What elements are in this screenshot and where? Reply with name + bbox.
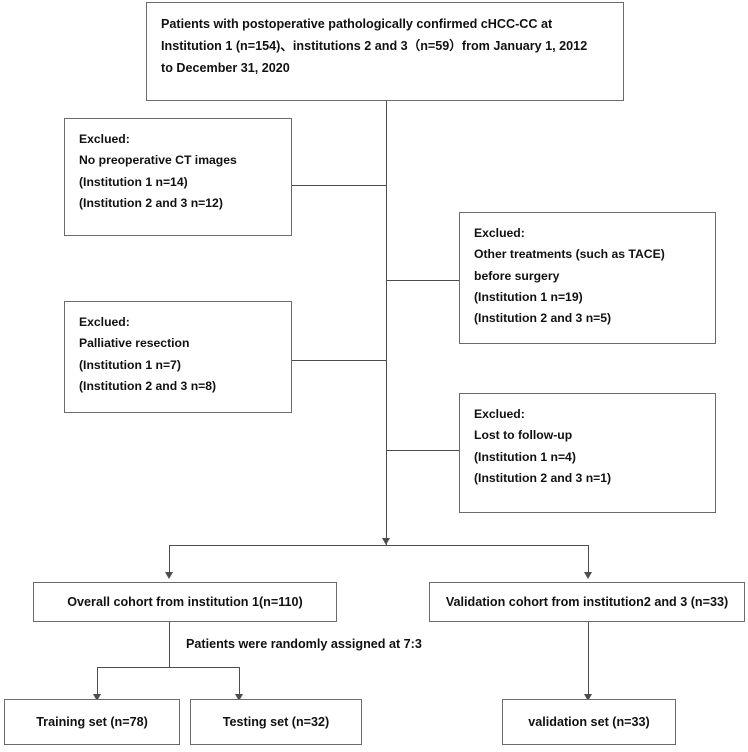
excluded-tace-line-2: Other treatments (such as TACE) (474, 247, 665, 262)
arrow-to-training-set (92, 694, 101, 701)
excluded-palliative-line-2: Palliative resection (79, 336, 190, 351)
arrow-to-validation-cohort (583, 572, 592, 579)
excluded-ct-line-1: Exclued: (79, 132, 130, 146)
node-validation-cohort: Validation cohort from institution2 and … (429, 582, 745, 622)
excluded-ct-line-3: (Institution 1 n=14) (79, 174, 188, 189)
excluded-followup-line-2: Lost to follow-up (474, 428, 573, 443)
validation-set-label: validation set (n=33) (528, 714, 650, 729)
arrow-spine-to-split (381, 538, 390, 545)
node-overall-cohort: Overall cohort from institution 1(n=110) (33, 582, 337, 622)
node-excluded-lost-to-followup: Exclued: Lost to follow-up (Institution … (459, 393, 716, 513)
connector-to-excluded-palliative (292, 360, 387, 361)
node-excluded-no-ct: Exclued: No preoperative CT images (Inst… (64, 118, 292, 236)
excluded-ct-line-2: No preoperative CT images (79, 153, 237, 168)
excluded-tace-line-5: (Institution 2 and 3 n=5) (474, 311, 612, 326)
randomization-caption: Patients were randomly assigned at 7:3 (186, 637, 422, 651)
connector-to-excluded-followup (386, 450, 460, 451)
excluded-ct-line-4: (Institution 2 and 3 n=12) (79, 196, 223, 211)
node-validation-set: validation set (n=33) (502, 699, 676, 745)
validation-cohort-label: Validation cohort from institution2 and … (445, 594, 729, 609)
arrow-to-validation-set (583, 694, 592, 701)
connector-to-excluded-tace (386, 280, 460, 281)
excluded-tace-line-3: before surgery (474, 268, 560, 283)
connector-split-right-arm (588, 545, 589, 577)
arrow-to-testing-set (234, 694, 243, 701)
excluded-palliative-line-3: (Institution 1 n=7) (79, 357, 181, 372)
excluded-followup-line-3: (Institution 1 n=4) (474, 449, 576, 464)
excluded-followup-line-1: Exclued: (474, 407, 525, 421)
connector-validation-to-set (588, 621, 589, 699)
enrollment-line-1: Patients with postoperative pathological… (161, 17, 553, 31)
node-enrollment: Patients with postoperative pathological… (146, 2, 624, 101)
enrollment-line-3: to December 31, 2020 (161, 61, 290, 76)
node-training-set: Training set (n=78) (4, 699, 180, 745)
excluded-followup-line-4: (Institution 2 and 3 n=1) (474, 471, 612, 486)
testing-set-label: Testing set (n=32) (222, 714, 330, 729)
overall-cohort-label: Overall cohort from institution 1(n=110) (67, 594, 303, 609)
connector-random-right-arm (239, 667, 240, 699)
excluded-tace-line-1: Exclued: (474, 226, 525, 240)
node-excluded-palliative-resection: Exclued: Palliative resection (Instituti… (64, 301, 292, 413)
training-set-label: Training set (n=78) (36, 714, 148, 729)
excluded-palliative-line-4: (Institution 2 and 3 n=8) (79, 379, 217, 394)
connector-spine-main (386, 100, 387, 545)
connector-to-excluded-ct (292, 185, 387, 186)
arrow-to-overall-cohort (164, 572, 173, 579)
node-testing-set: Testing set (n=32) (190, 699, 362, 745)
connector-random-left-arm (97, 667, 98, 699)
connector-cohort-split-bar (169, 545, 588, 546)
excluded-palliative-line-1: Exclued: (79, 315, 130, 329)
connector-random-split-bar (97, 667, 239, 668)
connector-split-left-arm (169, 545, 170, 577)
excluded-tace-line-4: (Institution 1 n=19) (474, 290, 583, 305)
connector-overall-to-random (169, 621, 170, 667)
enrollment-line-2: Institution 1 (n=154)、institutions 2 and… (161, 39, 588, 54)
node-excluded-other-treatments: Exclued: Other treatments (such as TACE)… (459, 212, 716, 344)
